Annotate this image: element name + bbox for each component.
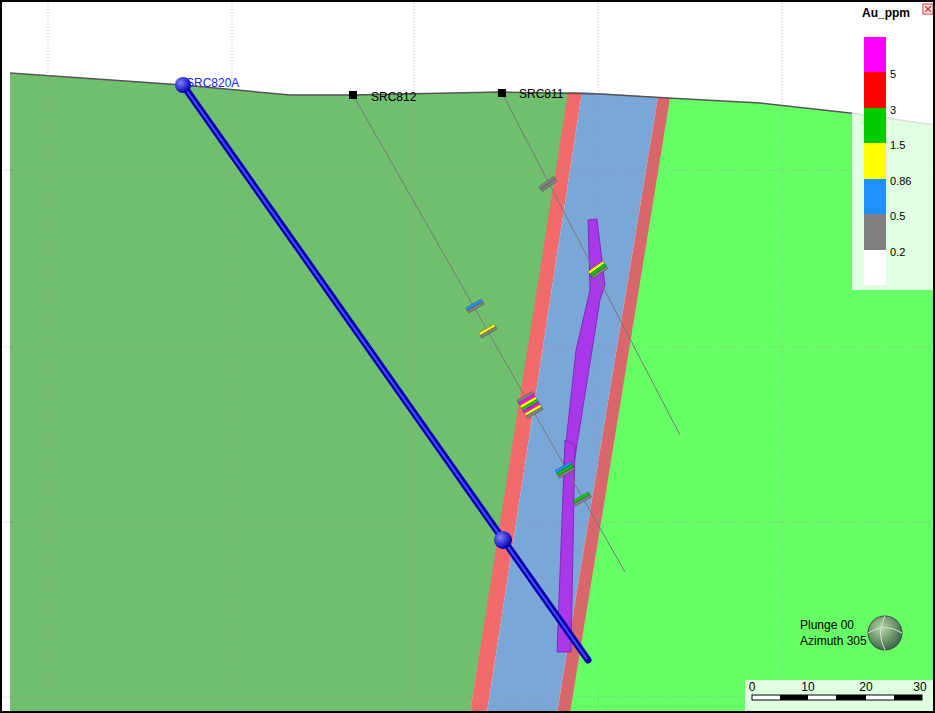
scale-bar	[836, 695, 866, 700]
legend-panel	[852, 0, 935, 290]
drill-trace	[502, 93, 680, 435]
assay-band	[574, 495, 591, 507]
assay-interval	[466, 299, 485, 313]
drill-hole-highlight	[182, 84, 587, 659]
scale-tick: 20	[859, 680, 872, 694]
hole-id: SRC811	[519, 87, 563, 101]
legend-title: Au_ppm	[862, 6, 910, 20]
assay-band	[467, 302, 484, 314]
view-plunge: Plunge 00	[800, 618, 854, 632]
legend-swatch	[864, 72, 886, 108]
legend-value: 3	[890, 104, 896, 117]
drill-trace	[353, 95, 625, 572]
assay-interval	[517, 391, 543, 418]
legend-value: 0.2	[890, 246, 905, 259]
assay-band	[541, 179, 557, 192]
hole-id: SRC820A	[186, 76, 239, 90]
assay-interval	[573, 492, 592, 506]
legend-swatch	[864, 108, 886, 144]
contact-band	[557, 97, 670, 713]
assay-band	[480, 327, 497, 339]
legend-swatch	[864, 250, 886, 286]
assay-band	[558, 467, 575, 479]
collar-marker	[498, 89, 506, 97]
orientation-globe	[868, 616, 902, 650]
legend-value: 5	[890, 68, 896, 81]
assay-interval	[555, 462, 575, 479]
legend-value: 0.5	[890, 210, 905, 223]
collar-marker	[349, 91, 357, 99]
close-icon	[923, 4, 933, 14]
hole-id: SRC812	[371, 90, 416, 104]
legend-swatch-top	[864, 37, 886, 72]
drill-hole	[183, 85, 588, 660]
assay-band	[526, 407, 543, 419]
scale-bar	[780, 695, 808, 700]
scale-tick: 30	[913, 680, 926, 694]
hole-sphere	[494, 531, 512, 549]
assay-interval	[588, 261, 608, 279]
legend-value: 1.5	[890, 139, 905, 152]
close-icon	[925, 6, 931, 12]
assay-interval	[539, 176, 557, 191]
legend-swatch	[864, 214, 886, 250]
scale-tick: 10	[801, 680, 814, 694]
assay-intervals	[466, 176, 608, 506]
view-azimuth: Azimuth 305	[800, 634, 867, 648]
legend-value: 0.86	[890, 175, 911, 188]
orientation-globe	[868, 616, 902, 650]
ore-lens	[563, 219, 605, 470]
scale-panel	[745, 680, 935, 713]
scale-bar	[752, 695, 922, 700]
scale-tick: 0	[749, 680, 756, 694]
legend-swatch	[864, 143, 886, 179]
scale-bar	[894, 695, 922, 700]
assay-band	[591, 266, 607, 279]
topography	[10, 73, 935, 125]
assay-interval	[479, 324, 498, 338]
legend-swatch	[864, 179, 886, 215]
